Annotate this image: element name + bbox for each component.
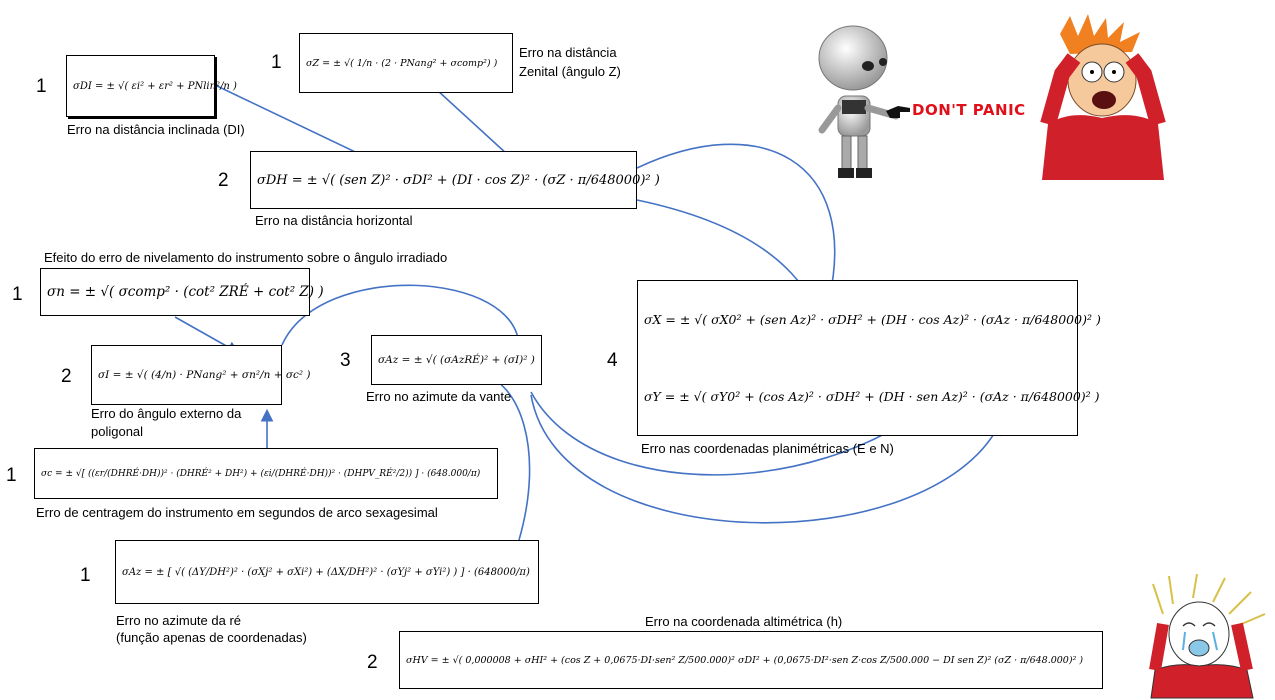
caption-sigma-z-line2: Zenital (ângulo Z) bbox=[519, 64, 621, 79]
step-number-sigma-dh: 2 bbox=[218, 170, 229, 191]
caption-sigma-di: Erro na distância inclinada (DI) bbox=[67, 122, 245, 137]
caption-sigma-hv: Erro na coordenada altimétrica (h) bbox=[645, 614, 843, 629]
caption-sigma-dh: Erro na distância horizontal bbox=[255, 213, 413, 228]
step-number-sigma-i: 2 bbox=[61, 366, 72, 387]
formula-sigma-di: σDI = ± √( εi² + εr² + PNlin²/n ) bbox=[66, 55, 237, 117]
formula-sigma-hv: σHV = ± √( 0,000008 + σHI² + (cos Z + 0,… bbox=[399, 631, 1103, 689]
formula-sigma-z: σZ = ± √( 1/n · (2 · PNang² + σcomp²) ) bbox=[299, 33, 513, 93]
step-number-sigma-hv: 2 bbox=[367, 652, 378, 673]
pointing-hand-icon bbox=[886, 106, 910, 118]
caption-sigma-az-re-line2: (função apenas de coordenadas) bbox=[116, 630, 307, 645]
caption-sigma-z-line1: Erro na distância bbox=[519, 45, 617, 60]
step-number-sigma-az-vante: 3 bbox=[340, 350, 351, 371]
crying-character-illustration bbox=[1149, 573, 1266, 699]
formula-sigma-x: σX = ± √( σX0² + (sen Az)² · σDH² + (DH … bbox=[638, 281, 1101, 358]
step-number-sigma-z: 1 bbox=[271, 52, 282, 73]
caption-sigma-az-re-line1: Erro no azimute da ré bbox=[116, 613, 242, 628]
panicking-character-illustration bbox=[1040, 14, 1166, 180]
caption-sigma-i-line2: poligonal bbox=[91, 424, 144, 439]
dont-panic-text: DON'T PANIC bbox=[912, 101, 1026, 119]
caption-sigma-xy: Erro nas coordenadas planimétricas (E e … bbox=[641, 441, 894, 456]
caption-sigma-i-line1: Erro do ângulo externo da bbox=[91, 406, 242, 421]
step-number-sigma-n: 1 bbox=[12, 284, 23, 305]
formula-sigma-xy-box: σX = ± √( σX0² + (sen Az)² · σDH² + (DH … bbox=[637, 280, 1101, 436]
caption-sigma-n: Efeito do erro de nivelamento do instrum… bbox=[44, 250, 448, 265]
formula-sigma-dh: σDH = ± √( (sen Z)² · σDI² + (DI · cos Z… bbox=[250, 151, 660, 209]
formula-sigma-az-vante: σAz = ± √( (σAzRÉ)² + (σI)² ) bbox=[371, 335, 542, 385]
step-number-sigma-c: 1 bbox=[6, 465, 17, 486]
step-number-sigma-xy: 4 bbox=[607, 350, 618, 371]
caption-sigma-c: Erro de centragem do instrumento em segu… bbox=[36, 505, 438, 520]
step-number-sigma-di: 1 bbox=[36, 76, 47, 97]
formula-sigma-n: σn = ± √( σcomp² · (cot² ZRÉ + cot² Z) ) bbox=[40, 268, 324, 316]
caption-sigma-az-vante: Erro no azimute da vante bbox=[366, 389, 512, 404]
formula-sigma-c: σc = ± √[ ((εr/(DHRÉ·DH))² · (DHRÉ² + DH… bbox=[34, 448, 498, 499]
formula-sigma-az-re: σAz = ± [ √( (ΔY/DH²)² · (σXj² + σXi²) +… bbox=[115, 540, 539, 604]
formula-sigma-y: σY = ± √( σY0² + (cos Az)² · σDH² + (DH … bbox=[638, 358, 1100, 435]
arrow-dh-to-x bbox=[636, 143, 838, 304]
step-number-sigma-az-re: 1 bbox=[80, 565, 91, 586]
formula-sigma-i: σI = ± √( (4/n) · PNang² + σn²/n + σc² ) bbox=[91, 345, 311, 405]
